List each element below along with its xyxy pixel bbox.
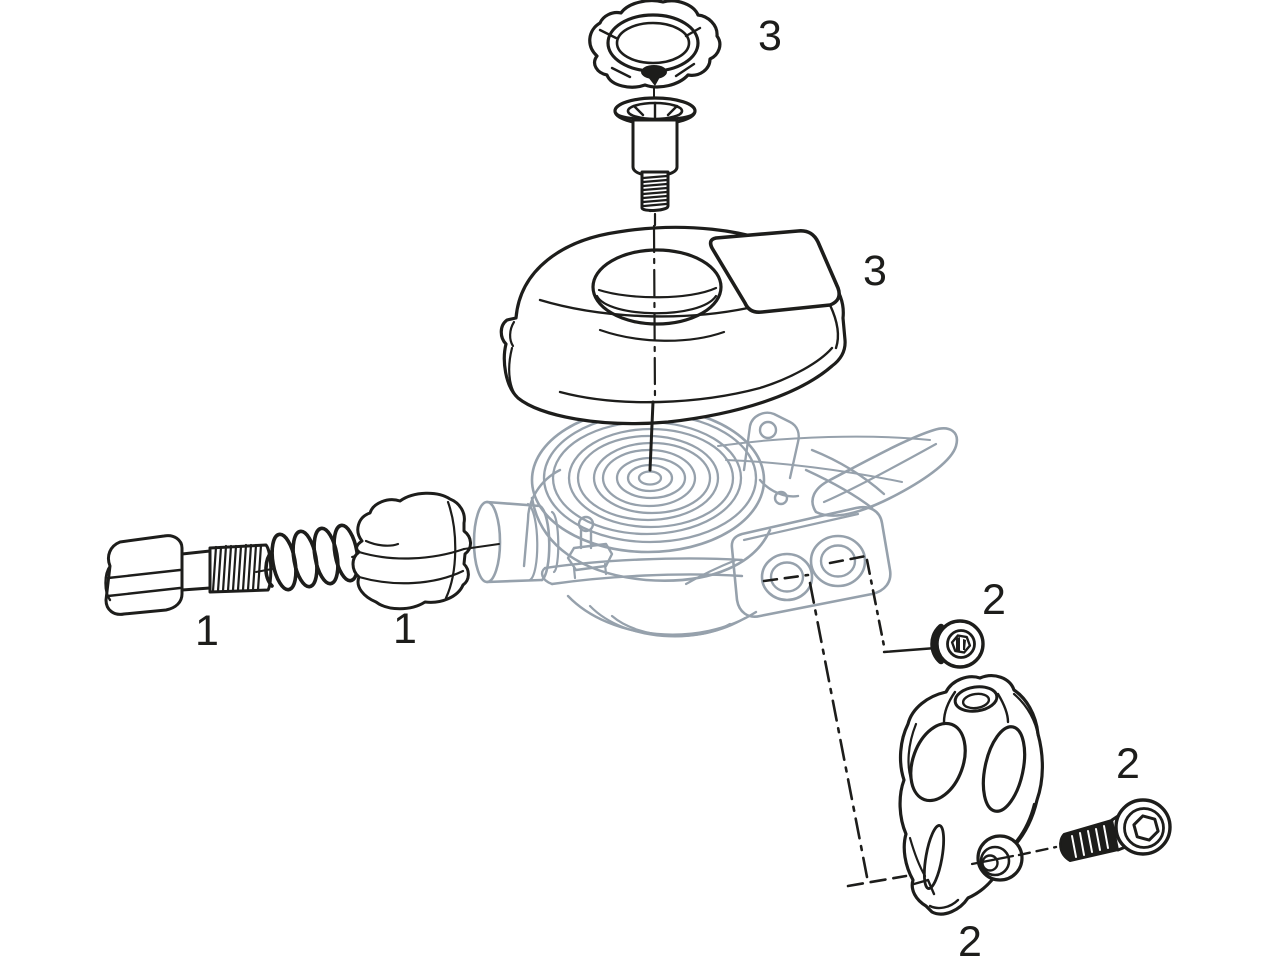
centerline-vertical [652, 224, 657, 404]
spring-part [264, 523, 360, 592]
leader-screw-solid [882, 646, 938, 654]
leader-hole-left [762, 573, 810, 583]
leader-hole-right [828, 554, 868, 565]
label-clamp: 2 [958, 918, 982, 960]
clamp-cutout-left [909, 721, 967, 803]
clamp-cutout-right [981, 725, 1027, 813]
cover-hole [591, 248, 723, 326]
cable-boss [472, 500, 560, 584]
mount-screw-upper-part [930, 619, 985, 669]
cable-anchor-bolt [566, 515, 614, 580]
leader-to-clamp [808, 581, 869, 879]
leader-clamp-to-screw [1017, 845, 1058, 857]
top-cap-dial-part [588, 0, 722, 103]
centerline-solid [648, 400, 655, 472]
label-adjuster: 1 [393, 605, 417, 653]
leader-to-clamp-h [846, 874, 908, 888]
mount-block [684, 505, 892, 618]
label-screw-upper: 2 [982, 576, 1006, 624]
cover-bolt-part [613, 96, 697, 227]
leader-to-screw [865, 558, 886, 648]
mount-screw-lower-part [1059, 798, 1172, 862]
label-cover: 3 [863, 247, 887, 295]
label-cap: 3 [758, 12, 782, 60]
adjuster-threads [211, 543, 263, 593]
barrel-adjuster-part [351, 491, 500, 611]
trigger-paddle [811, 427, 959, 517]
bolt-threads [641, 174, 669, 208]
cover-part [499, 225, 847, 426]
shifter-body [472, 406, 959, 638]
part-labels: 3 3 1 1 2 2 2 [195, 12, 1140, 960]
barrel-adjuster-bolt-part [104, 534, 363, 616]
handlebar-clamp-part [898, 674, 1044, 916]
label-screw-lower: 2 [1116, 740, 1140, 788]
label-adjuster-bolt: 1 [195, 607, 219, 655]
leader-lines [762, 554, 938, 888]
